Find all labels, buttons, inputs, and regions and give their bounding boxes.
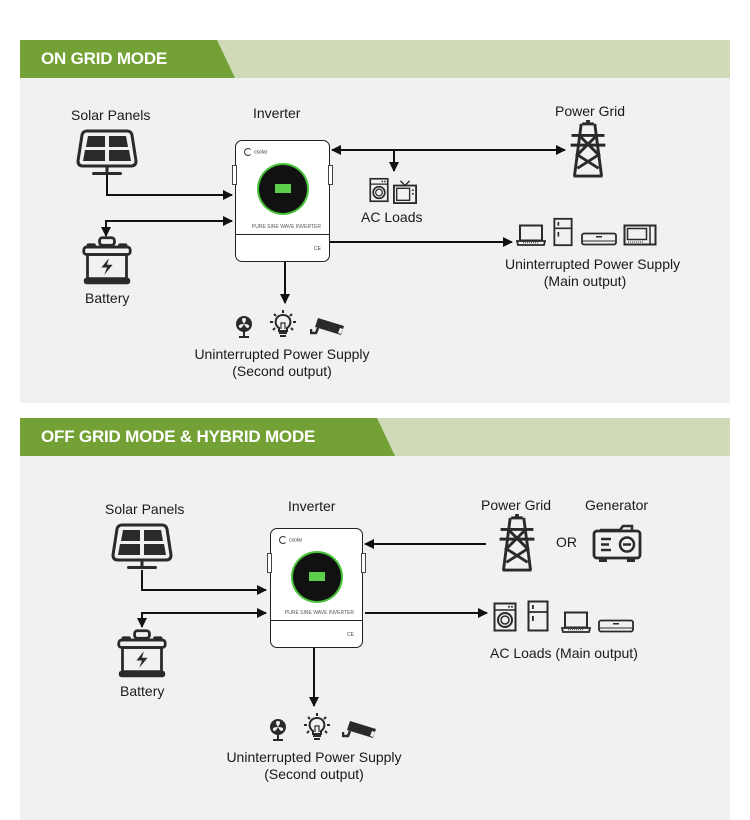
on-grid-section: ON GRID MODE Solar Panels Battery Invert… bbox=[20, 40, 730, 403]
section-banner: ON GRID MODE bbox=[20, 40, 730, 78]
inverter-screen bbox=[308, 572, 325, 581]
power-grid-label: Power Grid bbox=[481, 497, 552, 513]
banner-accent bbox=[20, 418, 395, 456]
ac-loads-label: AC Loads bbox=[361, 209, 423, 225]
microwave-icon bbox=[623, 224, 657, 246]
cctv-camera-icon bbox=[310, 316, 346, 338]
inverter-handle-left bbox=[232, 165, 237, 185]
tv-icon bbox=[393, 180, 417, 204]
generator-icon bbox=[592, 522, 642, 564]
inverter-unit: csolar PURE SINE WAVE INVERTER CE bbox=[232, 140, 333, 262]
inverter-brand-logo: csolar bbox=[279, 536, 302, 544]
off-grid-hybrid-section: OFF GRID MODE & HYBRID MODE Solar Panels… bbox=[20, 418, 730, 820]
battery-icon bbox=[116, 628, 168, 680]
battery-label: Battery bbox=[120, 683, 165, 699]
inverter-label: Inverter bbox=[253, 105, 301, 121]
laptop-icon bbox=[561, 611, 591, 633]
light-bulb-icon bbox=[304, 713, 330, 741]
section-banner: OFF GRID MODE & HYBRID MODE bbox=[20, 418, 730, 456]
inverter-brand-logo: csolar bbox=[244, 148, 267, 156]
fridge-icon bbox=[527, 600, 549, 632]
inverter-base bbox=[271, 620, 362, 647]
main-output-label-line1: Uninterrupted Power Supply bbox=[505, 256, 681, 272]
solar-panels-label: Solar Panels bbox=[71, 107, 151, 123]
fan-icon bbox=[234, 315, 254, 339]
inverter-screen bbox=[274, 184, 291, 193]
inverter-cert-mark: CE bbox=[347, 632, 354, 638]
fridge-icon bbox=[553, 217, 573, 247]
connection-lines bbox=[101, 145, 566, 304]
inverter-display-ring bbox=[292, 553, 341, 601]
connection-lines bbox=[137, 539, 488, 707]
inverter-model-text: PURE SINE WAVE INVERTER bbox=[284, 610, 354, 616]
second-output-label: Uninterrupted Power Supply (Second outpu… bbox=[192, 346, 372, 380]
main-output-label: Uninterrupted Power Supply (Main output) bbox=[505, 256, 681, 290]
or-label: OR bbox=[556, 534, 577, 550]
air-conditioner-icon bbox=[598, 619, 634, 633]
main-output-label-line2: (Main output) bbox=[543, 273, 627, 289]
washing-machine-icon bbox=[493, 602, 517, 632]
second-output-label-line1: Uninterrupted Power Supply bbox=[194, 346, 370, 362]
inverter-model-text: PURE SINE WAVE INVERTER bbox=[251, 224, 321, 230]
inverter-label: Inverter bbox=[288, 498, 336, 514]
power-tower-icon bbox=[497, 514, 537, 572]
second-output-label-line2: (Second output) bbox=[264, 766, 364, 782]
section-title: OFF GRID MODE & HYBRID MODE bbox=[41, 427, 316, 446]
inverter-handle-left bbox=[267, 553, 272, 573]
banner-accent bbox=[20, 40, 235, 78]
washing-machine-icon bbox=[369, 177, 389, 203]
power-grid-label: Power Grid bbox=[555, 103, 626, 119]
power-tower-icon bbox=[568, 120, 608, 178]
generator-label: Generator bbox=[585, 497, 649, 513]
solar-panels-label: Solar Panels bbox=[105, 501, 185, 517]
section-title: ON GRID MODE bbox=[41, 49, 168, 68]
fan-icon bbox=[268, 718, 288, 742]
cctv-camera-icon bbox=[342, 719, 378, 741]
laptop-icon bbox=[516, 224, 546, 246]
inverter-unit: csolar PURE SINE WAVE INVERTER CE bbox=[267, 528, 366, 648]
inverter-handle-right bbox=[328, 165, 333, 185]
solar-to-inverter-line bbox=[141, 570, 267, 595]
solar-to-inverter-line bbox=[106, 174, 233, 200]
ac-loads-label: AC Loads (Main output) bbox=[490, 645, 638, 661]
second-output-label: Uninterrupted Power Supply (Second outpu… bbox=[224, 749, 404, 783]
solar-panel-icon bbox=[111, 522, 173, 572]
inverter-battery-line bbox=[137, 608, 267, 628]
inverter-battery-line bbox=[101, 216, 233, 237]
inverter-base bbox=[236, 234, 329, 261]
inverter-display-ring bbox=[258, 165, 307, 213]
solar-panel-icon bbox=[76, 128, 138, 178]
light-bulb-icon bbox=[270, 310, 296, 338]
battery-icon bbox=[81, 235, 133, 287]
battery-label: Battery bbox=[85, 290, 130, 306]
air-conditioner-icon bbox=[581, 232, 617, 246]
inverter-handle-right bbox=[361, 553, 366, 573]
second-output-label-line2: (Second output) bbox=[232, 363, 332, 379]
second-output-label-line1: Uninterrupted Power Supply bbox=[226, 749, 402, 765]
inverter-cert-mark: CE bbox=[314, 246, 321, 252]
